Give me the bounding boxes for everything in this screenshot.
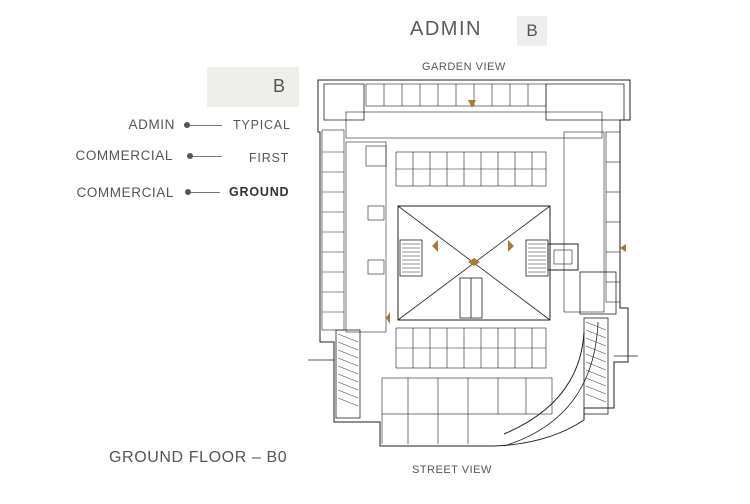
level-connector xyxy=(190,125,222,126)
level-dot xyxy=(187,153,193,159)
level-dot xyxy=(185,189,191,195)
floor-plan[interactable] xyxy=(308,72,638,456)
level-name: COMMERCIAL xyxy=(75,148,173,163)
level-floor: FIRST xyxy=(249,151,290,165)
block-selector[interactable]: B xyxy=(207,67,299,107)
header-title: ADMIN xyxy=(410,18,482,40)
level-dot xyxy=(184,122,190,128)
floor-label: GROUND FLOOR – B0 xyxy=(109,449,288,466)
level-name: ADMIN xyxy=(128,117,175,132)
level-connector xyxy=(193,156,222,157)
level-floor: TYPICAL xyxy=(233,118,291,132)
level-connector xyxy=(191,192,220,193)
street-view-label: STREET VIEW xyxy=(412,464,492,476)
header-block-badge: B xyxy=(517,16,547,46)
level-floor: GROUND xyxy=(229,185,290,199)
level-name: COMMERCIAL xyxy=(76,185,174,200)
garden-view-label: GARDEN VIEW xyxy=(422,61,506,73)
block-selector-label: B xyxy=(272,76,285,96)
